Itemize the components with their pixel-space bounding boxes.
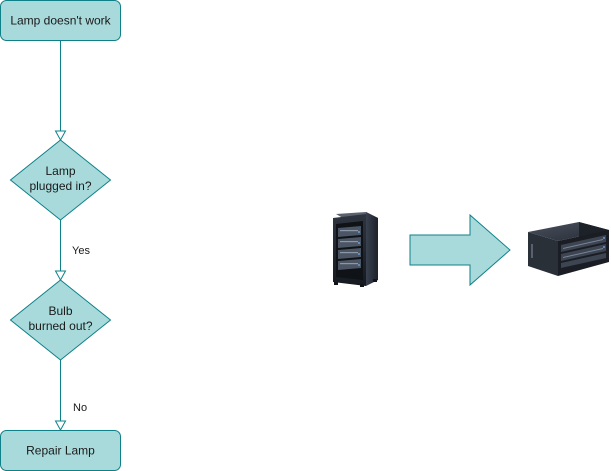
- decision-node-burned-out-line2: burned out?: [28, 319, 92, 333]
- end-node[interactable]: Repair Lamp: [0, 430, 121, 471]
- decision-node-burned-out[interactable]: Bulb burned out?: [9, 279, 112, 361]
- edge-decision1-to-decision2: [54, 220, 67, 282]
- decision-node-burned-out-line1: Bulb: [48, 304, 72, 318]
- decision-node-plugged-in-line2: plugged in?: [29, 179, 91, 193]
- edge-label-yes: Yes: [72, 245, 90, 257]
- start-node-label: Lamp doesn't work: [10, 14, 111, 28]
- server-rack-icon[interactable]: [333, 212, 378, 287]
- right-arrow-icon: [409, 213, 511, 287]
- decision-node-plugged-in[interactable]: Lamp plugged in?: [9, 139, 112, 221]
- edge-decision2-to-end: [54, 360, 67, 432]
- edge-start-to-decision1: [54, 40, 67, 142]
- start-node[interactable]: Lamp doesn't work: [0, 0, 121, 41]
- decision-node-plugged-in-line1: Lamp: [45, 164, 75, 178]
- edge-label-no: No: [73, 402, 87, 414]
- rack-server-unit-icon[interactable]: [528, 222, 609, 276]
- end-node-label: Repair Lamp: [26, 444, 95, 458]
